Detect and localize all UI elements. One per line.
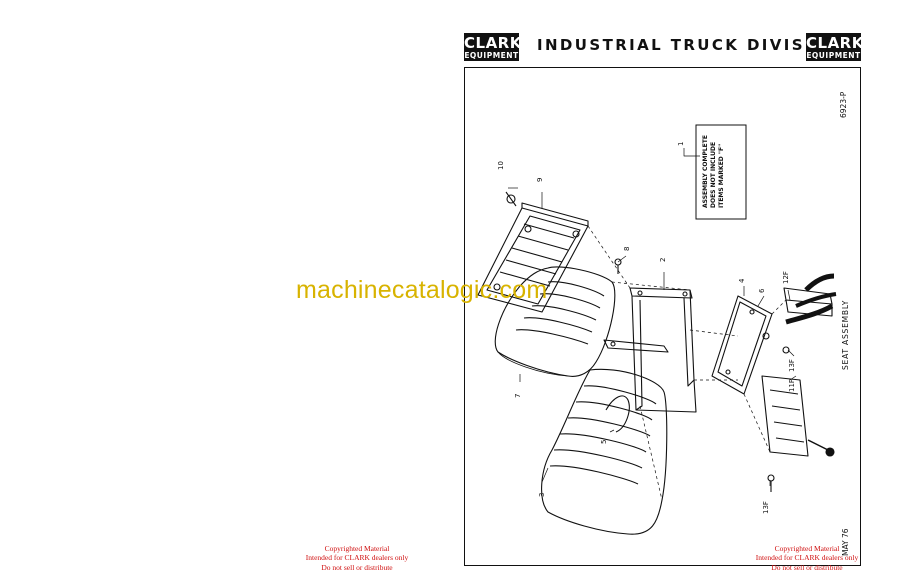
callout-5: 5 [600, 439, 608, 444]
callout-13F: 13F [788, 359, 796, 372]
logo-brand: CLARK [806, 34, 864, 52]
callout-9: 9 [536, 177, 544, 182]
seat-mounting-bracket [603, 287, 697, 413]
callout-4: 4 [738, 278, 746, 283]
drawing-frame [464, 67, 861, 566]
callout-6: 6 [758, 288, 766, 293]
clark-logo-left: CLARK EQUIPMENT [464, 33, 522, 61]
note-line: ASSEMBLY COMPLETE [702, 135, 709, 208]
callout-13F: 13F [762, 501, 770, 514]
watermark: machinecatalogic.com [296, 276, 548, 304]
seat-bottom-cushion [541, 368, 668, 535]
copyright-line: Intended for CLARK dealers only [755, 553, 859, 563]
drawing-title: SEAT ASSEMBLY [841, 299, 850, 370]
seat-backrest-cushion [494, 266, 616, 377]
copyright-line: Intended for CLARK dealers only [305, 553, 409, 563]
callout-10: 10 [497, 161, 505, 170]
copyright-notice-right: Copyrighted Material Intended for CLARK … [737, 544, 877, 572]
callout-3: 3 [538, 492, 546, 497]
copyright-line: Copyrighted Material [774, 544, 840, 553]
copyright-notice-left: Copyrighted Material Intended for CLARK … [287, 544, 427, 572]
callout-12F: 12F [782, 271, 790, 284]
note-box [695, 124, 747, 220]
logo-brand: CLARK [464, 34, 522, 52]
spring-wire [605, 395, 630, 433]
seat-pan-plate [711, 295, 773, 395]
logo-subtitle: EQUIPMENT [806, 51, 861, 60]
clark-logo-right: CLARK EQUIPMENT [806, 33, 864, 61]
seat-back-frame [477, 202, 589, 313]
copyright-line: Copyrighted Material [324, 544, 390, 553]
copyright-line: Do not sell or distribute [321, 562, 393, 572]
note-line: ITEMS MARKED "F" [717, 143, 725, 208]
callout-8: 8 [623, 246, 631, 251]
copyright-line: Do not sell or distribute [771, 562, 843, 572]
note-line: DOES NOT INCLUDE [709, 141, 717, 208]
drawing-code: 6923-P [839, 91, 848, 118]
callout-2: 2 [659, 257, 667, 262]
callout-11F: 11F [788, 379, 796, 392]
logo-subtitle: EQUIPMENT [464, 51, 519, 60]
division-title: INDUSTRIAL TRUCK DIVISION [537, 36, 844, 54]
callout-1: 1 [677, 141, 685, 146]
callout-7: 7 [514, 393, 522, 398]
note-text: ASSEMBLY COMPLETE DOES NOT INCLUDE ITEMS… [702, 135, 725, 208]
